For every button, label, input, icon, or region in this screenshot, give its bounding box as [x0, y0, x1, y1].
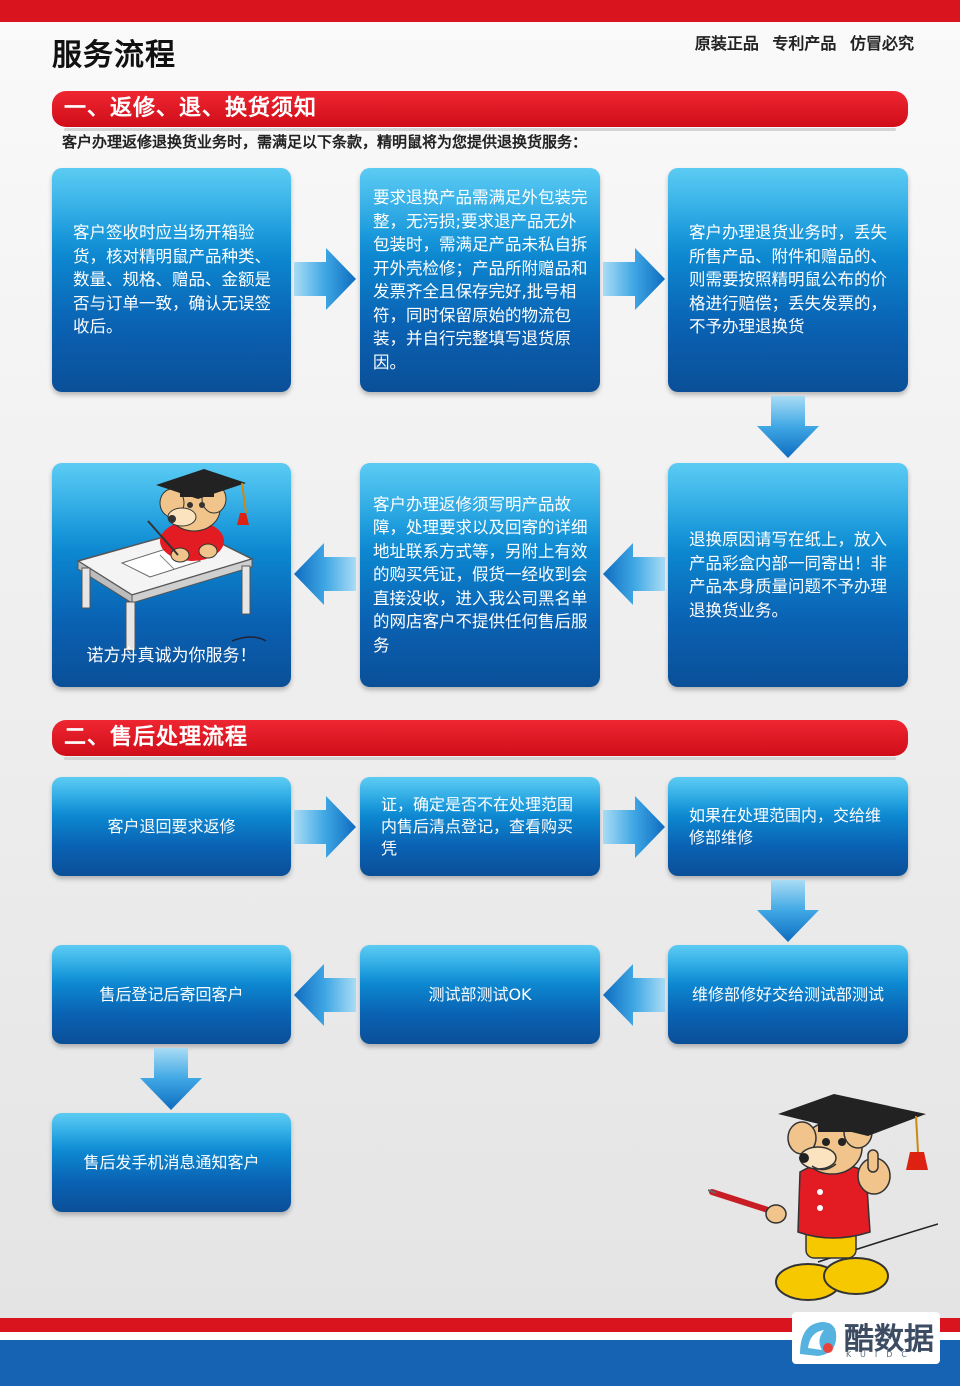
process-step-1: 客户退回要求返修: [52, 777, 291, 876]
section-1-intro: 客户办理返修退换货业务时，需满足以下条款，精明鼠将为您提供退换货服务：: [62, 133, 588, 151]
arrow-down-icon: [757, 396, 819, 458]
process-step-7-text: 售后发手机消息通知客户: [83, 1152, 260, 1172]
logo-text: 酷数据: [844, 1322, 934, 1357]
notice-box-2-text: 要求退换产品需满足外包装完整，无污损;要求退产品无外包装时，需满足产品未私自拆开…: [373, 188, 588, 372]
process-step-4: 维修部修好交给测试部测试: [668, 945, 908, 1044]
arrow-right-icon: [294, 248, 356, 310]
mouse-writing-illustration: [76, 469, 267, 651]
process-step-2: 证，确定是否不在处理范围内售后清点登记，查看购买凭: [360, 777, 600, 876]
logo-mark-icon: [800, 1322, 837, 1356]
process-step-6-text: 售后登记后寄回客户: [99, 984, 244, 1004]
mouse-writing-box: 诺方舟真诚为你服务！: [52, 463, 291, 687]
arrow-left-icon: [294, 964, 356, 1026]
notice-box-3-text: 客户办理退货业务时，丢失所售产品、附件和赠品的、则需要按照精明鼠公布的价格进行赔…: [689, 223, 887, 337]
notice-box-5: 客户办理返修须写明产品故障，处理要求以及回寄的详细地址联系方式等，另附上有效的购…: [360, 463, 600, 687]
process-step-3: 如果在处理范围内，交给维修部维修: [668, 777, 908, 876]
slogan: 原装正品 专利产品 仿冒必究: [694, 34, 914, 53]
arrow-left-icon: [603, 543, 665, 605]
arrow-down-icon: [757, 880, 819, 942]
process-step-2-text: 证，确定是否不在处理范围内售后清点登记，查看购买凭: [381, 794, 574, 858]
process-step-4-text: 维修部修好交给测试部测试: [691, 984, 884, 1004]
process-step-5: 测试部测试OK: [360, 945, 600, 1044]
top-red-bar: [0, 0, 960, 22]
watermark-logo: 酷数据 KUIDC: [792, 1312, 940, 1364]
notice-box-3: 客户办理退货业务时，丢失所售产品、附件和赠品的、则需要按照精明鼠公布的价格进行赔…: [668, 168, 908, 392]
process-step-6: 售后登记后寄回客户: [52, 945, 291, 1044]
notice-box-4-text: 退换原因请写在纸上，放入产品彩盒内部一同寄出！非产品本身质量问题不予办理退换货业…: [689, 530, 887, 620]
process-step-3-text: 如果在处理范围内，交给维修部维修: [689, 805, 882, 847]
notice-box-1: 客户签收时应当场开箱验货，核对精明鼠产品种类、数量、规格、赠品、金额是否与订单一…: [52, 168, 291, 392]
arrow-right-icon: [603, 796, 665, 858]
notice-box-1-text: 客户签收时应当场开箱验货，核对精明鼠产品种类、数量、规格、赠品、金额是否与订单一…: [73, 223, 271, 337]
logo-subtext: KUIDC: [846, 1350, 916, 1359]
arrow-left-icon: [294, 543, 356, 605]
arrow-left-icon: [603, 964, 665, 1026]
arrow-down-icon: [140, 1048, 202, 1110]
section-2-title: 二、售后处理流程: [52, 720, 908, 760]
arrow-right-icon: [603, 248, 665, 310]
arrow-right-icon: [294, 796, 356, 858]
notice-box-4: 退换原因请写在纸上，放入产品彩盒内部一同寄出！非产品本身质量问题不予办理退换货业…: [668, 463, 908, 687]
process-step-5-text: 测试部测试OK: [428, 984, 532, 1004]
process-step-1-text: 客户退回要求返修: [107, 816, 236, 836]
notice-box-2: 要求退换产品需满足外包装完整，无污损;要求退产品无外包装时，需满足产品未私自拆开…: [360, 168, 600, 392]
footer-white-stripe: [0, 1332, 960, 1340]
section-1-title: 一、返修、退、换货须知: [52, 91, 908, 131]
mouse-caption: 诺方舟真诚为你服务！: [86, 646, 257, 666]
process-step-7: 售后发手机消息通知客户: [52, 1113, 291, 1212]
mascot-thumbs-up-illustration: [708, 1094, 938, 1301]
footer-red-stripe: [0, 1318, 960, 1332]
page-title: 服务流程: [52, 38, 176, 73]
notice-box-5-text: 客户办理返修须写明产品故障，处理要求以及回寄的详细地址联系方式等，另附上有效的购…: [373, 494, 588, 655]
